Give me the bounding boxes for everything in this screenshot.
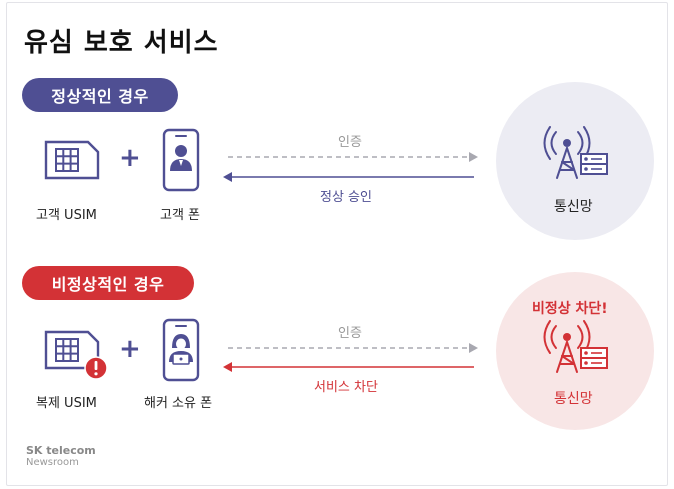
auth-label: 인증 bbox=[338, 135, 362, 150]
tower-icon bbox=[543, 126, 608, 179]
phone-label: 고객 폰 bbox=[160, 208, 201, 223]
auth-label: 인증 bbox=[338, 326, 362, 341]
warning-icon bbox=[84, 356, 108, 380]
page-title: 유심 보호 서비스 bbox=[24, 28, 219, 58]
cloned-usim-label: 복제 USIM bbox=[36, 396, 97, 411]
service-block-label: 서비스 차단 bbox=[314, 380, 378, 395]
network-circle-blocked bbox=[496, 272, 654, 430]
auth-arrow bbox=[228, 152, 478, 162]
network-label: 통신망 bbox=[554, 199, 593, 215]
plus-icon: + bbox=[119, 334, 141, 364]
plus-icon: + bbox=[119, 143, 141, 173]
tower-icon bbox=[543, 320, 608, 373]
cloned-usim-icon bbox=[44, 330, 100, 370]
usim-card-icon bbox=[44, 140, 100, 180]
phone-hacker-icon bbox=[162, 318, 200, 382]
hacker-phone-label: 해커 소유 폰 bbox=[144, 396, 213, 411]
frame-border bbox=[6, 2, 668, 486]
block-alert-label: 비정상 차단! bbox=[532, 301, 608, 317]
abnormal-case-badge: 비정상적인 경우 bbox=[22, 266, 194, 300]
network-label: 통신망 bbox=[554, 391, 593, 407]
brand-sub: Newsroom bbox=[26, 457, 79, 468]
normal-case-badge: 정상적인 경우 bbox=[22, 78, 178, 112]
phone-user-icon bbox=[162, 128, 200, 192]
network-circle bbox=[496, 82, 654, 240]
approval-label: 정상 승인 bbox=[320, 190, 372, 205]
brand-logo: SK telecom bbox=[26, 444, 96, 457]
block-arrow bbox=[223, 362, 474, 372]
auth-arrow bbox=[228, 343, 478, 353]
approval-arrow bbox=[223, 172, 474, 182]
usim-label: 고객 USIM bbox=[36, 208, 97, 223]
